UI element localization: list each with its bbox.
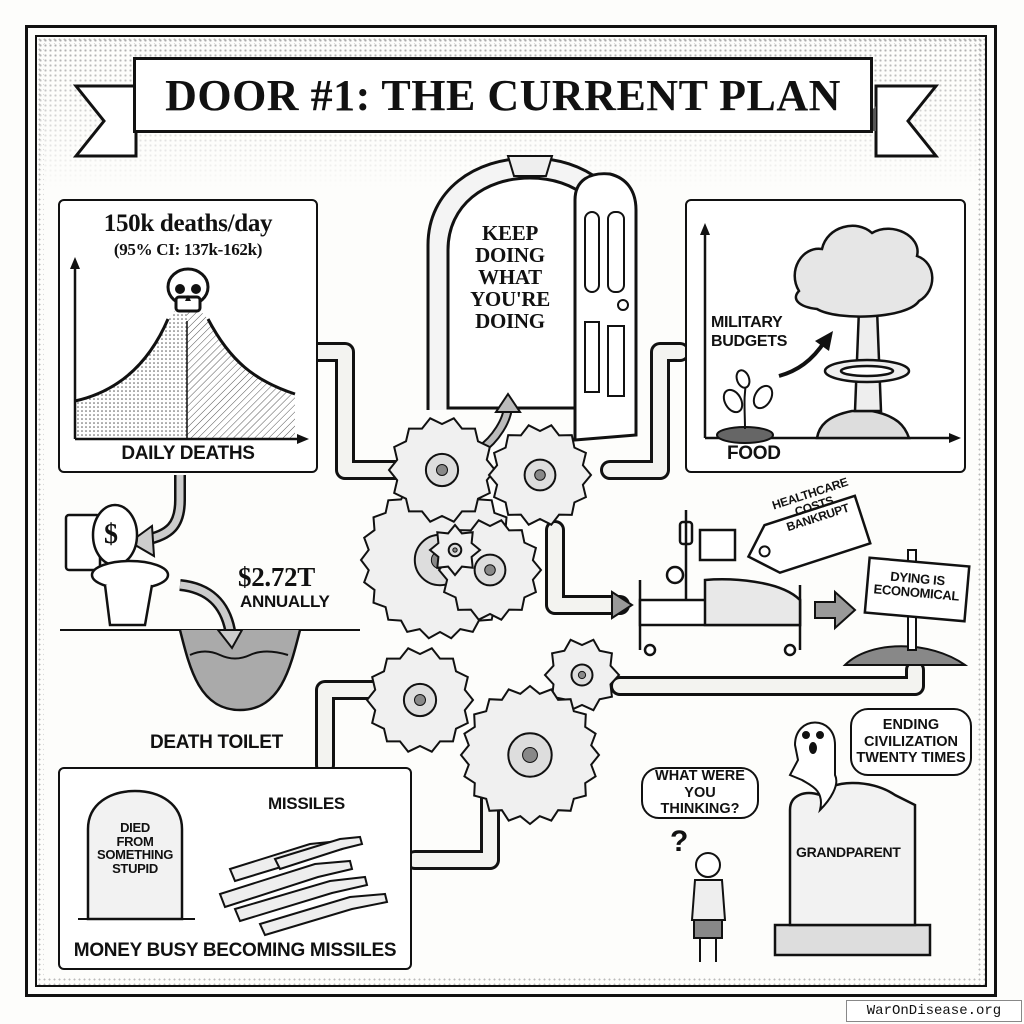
deaths-headline: 150k deaths/day [103,210,273,237]
signpost [842,549,971,666]
tombstone-icon [86,789,184,921]
bubble-line: CIVILIZATION [864,733,958,750]
food-chart [700,223,961,444]
pipe-arrow-icon [611,590,634,620]
missiles-pile-icon [218,835,389,937]
page-title: DOOR #1: THE CURRENT PLAN [165,70,841,120]
gear-icon [459,684,601,826]
grandparent-tombstone-icon [773,781,932,957]
missiles-label: MISSILES [268,794,345,813]
food-vs-military-panel: MILITARY BUDGETS FOOD [685,199,966,473]
grandparent-label: GRANDPARENT [796,844,901,860]
door-text-line: DOING [475,309,545,334]
child-icon [690,852,727,962]
door-text-line: KEEP [482,221,538,245]
ghost-icon [788,721,838,814]
gear-machine [359,417,621,826]
missiles-caption: MONEY BUSY BECOMING MISSILES [73,940,397,961]
title-banner: DOOR #1: THE CURRENT PLAN [133,57,873,133]
dollar-sign-icon: $ [104,519,118,550]
bubble-line: WHAT WERE [655,768,745,784]
door-text-line: WHAT [478,265,542,290]
death-toilet-illustration [60,475,360,712]
door-text-line: YOU'RE [470,287,550,312]
curve-right-area [187,296,295,439]
gear-icon [387,417,497,523]
military-budgets-line1: MILITARY [711,314,783,331]
annual-cost-amount: $2.72T [238,562,315,592]
question-mark-icon: ? [670,825,689,858]
missiles-panel-art [78,789,389,937]
door-text: KEEP DOING WHAT YOU'RE DOING [455,222,565,332]
child-speech-bubble: WHAT WERE YOU THINKING? [641,767,759,819]
curve-line [74,318,296,403]
gear-icon [428,523,482,577]
gear-icon [543,638,621,712]
missiles-panel: DIED FROM SOMETHING STUPID MISSILES MONE… [58,767,412,970]
outer-frame [25,25,997,997]
deaths-curve-chart [70,257,309,444]
tombstone-line: FROM [116,833,154,849]
ghost-speech-bubble: ENDING CIVILIZATION TWENTY TIMES [850,708,972,776]
curve-left-area [75,296,187,439]
tombstone-line: STUPID [112,860,158,876]
pit [178,629,302,712]
sprout-icon [716,369,774,444]
grave-illustration [690,721,932,962]
tombstone-line: SOMETHING [96,847,174,863]
door-illustration [426,155,638,455]
daily-deaths-panel: 150k deaths/day (95% CI: 137k-162k) DAIL… [58,199,318,473]
open-door [573,172,638,442]
mushroom-cloud-icon [793,224,934,440]
deaths-axis-label: DAILY DEATHS [121,443,255,464]
confidence-interval: (95% CI: 137k-162k) [113,240,263,259]
door-knob [617,299,629,311]
hospital-bed-illustration [638,494,971,666]
military-budgets-line2: BUDGETS [711,333,788,350]
door-text-line: DOING [475,243,545,268]
bubble-line: ENDING [882,716,940,733]
annual-cost-period: ANNUALLY [240,592,330,611]
bubble-line: TWENTY TIMES [856,750,966,767]
tombstone-text: DIED FROM SOMETHING STUPID [88,821,182,876]
toilet-icon [64,503,170,627]
source-url[interactable]: WarOnDisease.org [846,1000,1022,1022]
bubble-line: YOU THINKING? [660,784,740,818]
skull-icon [166,267,210,313]
food-axis-label: FOOD [727,443,781,464]
gear-icon [487,424,593,526]
keystone [506,155,554,177]
right-arrow-icon [814,589,857,631]
price-tag [746,494,872,575]
gear-icon [365,647,475,753]
tombstone-line: DIED [120,820,150,835]
death-toilet-label: DEATH TOILET [150,732,283,753]
